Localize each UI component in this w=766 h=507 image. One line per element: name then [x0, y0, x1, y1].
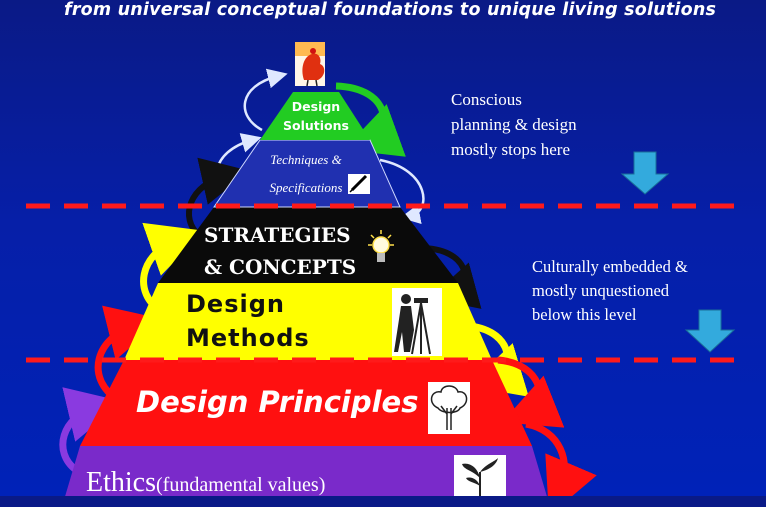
pen-icon [348, 174, 370, 194]
note-line: below this level [532, 305, 637, 324]
label-line: Techniques & [270, 152, 342, 167]
cycle-arrow-ethics-left [59, 387, 124, 473]
pyramid-diagram [26, 42, 736, 496]
label-line: Specifications [269, 180, 343, 195]
note-line: mostly unquestioned [532, 281, 670, 300]
cycle-arrow-methods-right [467, 322, 529, 397]
surveyor-icon [392, 288, 442, 356]
label-line: STRATEGIES [204, 223, 351, 247]
rooster-icon [295, 42, 325, 87]
label-line: & CONCEPTS [204, 255, 357, 279]
note-culturally-embedded: Culturally embedded & mostly unquestione… [532, 255, 762, 327]
slide-subtitle: from universal conceptual foundations to… [64, 0, 717, 20]
ethics-main-text: Ethics [86, 467, 156, 498]
layer-ethics [65, 446, 547, 496]
note-line: Conscious [451, 90, 522, 109]
down-arrow-upper [620, 151, 670, 195]
layer-principles [80, 360, 532, 446]
label-line: Methods [186, 324, 310, 352]
label-ethics: Ethics(fundamental values) [86, 463, 486, 507]
note-line: mostly stops here [451, 140, 570, 159]
cycle-arrow-techniques-right [379, 158, 425, 225]
label-techniques-specifications: Techniques & Specifications [246, 146, 366, 202]
label-strategies-concepts: STRATEGIES & CONCEPTS [204, 219, 364, 283]
cycle-arrow-solutions-right [335, 82, 406, 157]
sapling-icon [454, 455, 506, 496]
lightbulb-icon [368, 230, 394, 262]
cycle-arrow-principles-right [497, 356, 565, 428]
down-arrow-lower [684, 309, 736, 353]
label-line: Design [291, 99, 341, 114]
label-line: Solutions [283, 118, 349, 133]
note-line: planning & design [451, 115, 577, 134]
label-line: Design [186, 290, 285, 318]
cycle-arrow-ethics-right [525, 420, 597, 496]
ethics-sub-text: (fundamental values) [156, 474, 326, 496]
label-design-principles: Design Principles [136, 385, 419, 419]
layer-strategies [158, 207, 458, 283]
layer-solutions [260, 92, 370, 140]
label-design-methods: Design Methods [186, 287, 346, 355]
note-line: Culturally embedded & [532, 257, 688, 276]
cycle-arrow-solutions-left [243, 68, 288, 132]
label-design-solutions: Design Solutions [268, 97, 364, 135]
tree-icon [428, 382, 470, 434]
note-conscious-planning: Conscious planning & design mostly stops… [451, 87, 651, 162]
